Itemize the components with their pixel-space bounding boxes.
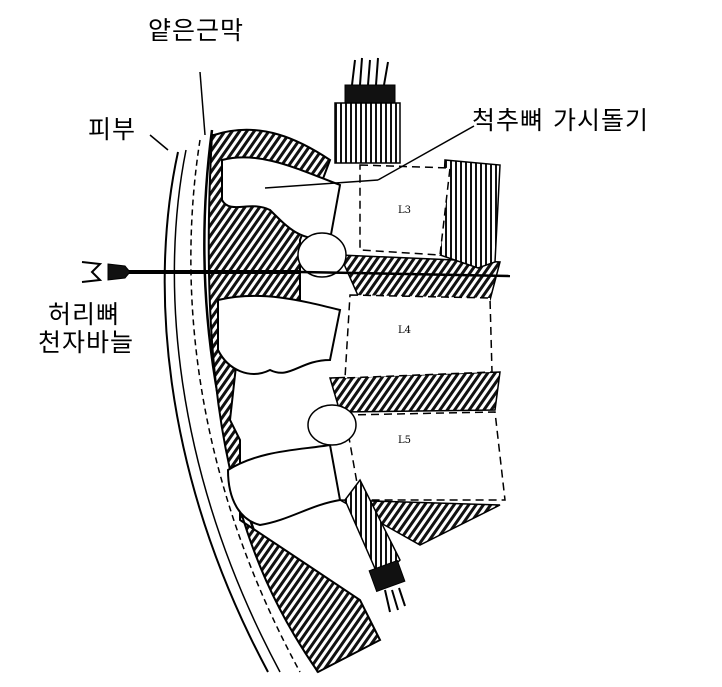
articular-process: [307, 404, 357, 446]
vertebra-l5-label: L5: [398, 435, 411, 446]
spinous-process-l4: [217, 294, 342, 375]
spinal-needle: [81, 261, 511, 283]
label-skin: 피부: [88, 115, 137, 144]
nerve-roots-top: [334, 57, 401, 164]
vertebra-l4-body: [344, 294, 493, 379]
articular-process: [297, 232, 347, 278]
vertebra-l4-label: L4: [398, 325, 411, 336]
ligament: [329, 371, 501, 413]
spinous-process-l5: [226, 443, 342, 527]
leader-lines: [149, 71, 475, 189]
label-superficial-fascia: 얕은근막: [148, 16, 245, 45]
vertebra-l3-label: L3: [398, 205, 411, 216]
vertebra-l3-body: [359, 164, 451, 256]
muscle-region: [207, 128, 382, 674]
vertebra-l5-body: [344, 411, 506, 501]
spinous-process-l3: [221, 156, 342, 242]
label-needle-line2: 천자바늘: [38, 328, 135, 357]
nerve-roots-bottom: [344, 478, 406, 613]
label-needle-line1: 허리뼈: [48, 300, 121, 329]
label-spinous-process: 척추뼈 가시돌기: [472, 106, 649, 135]
